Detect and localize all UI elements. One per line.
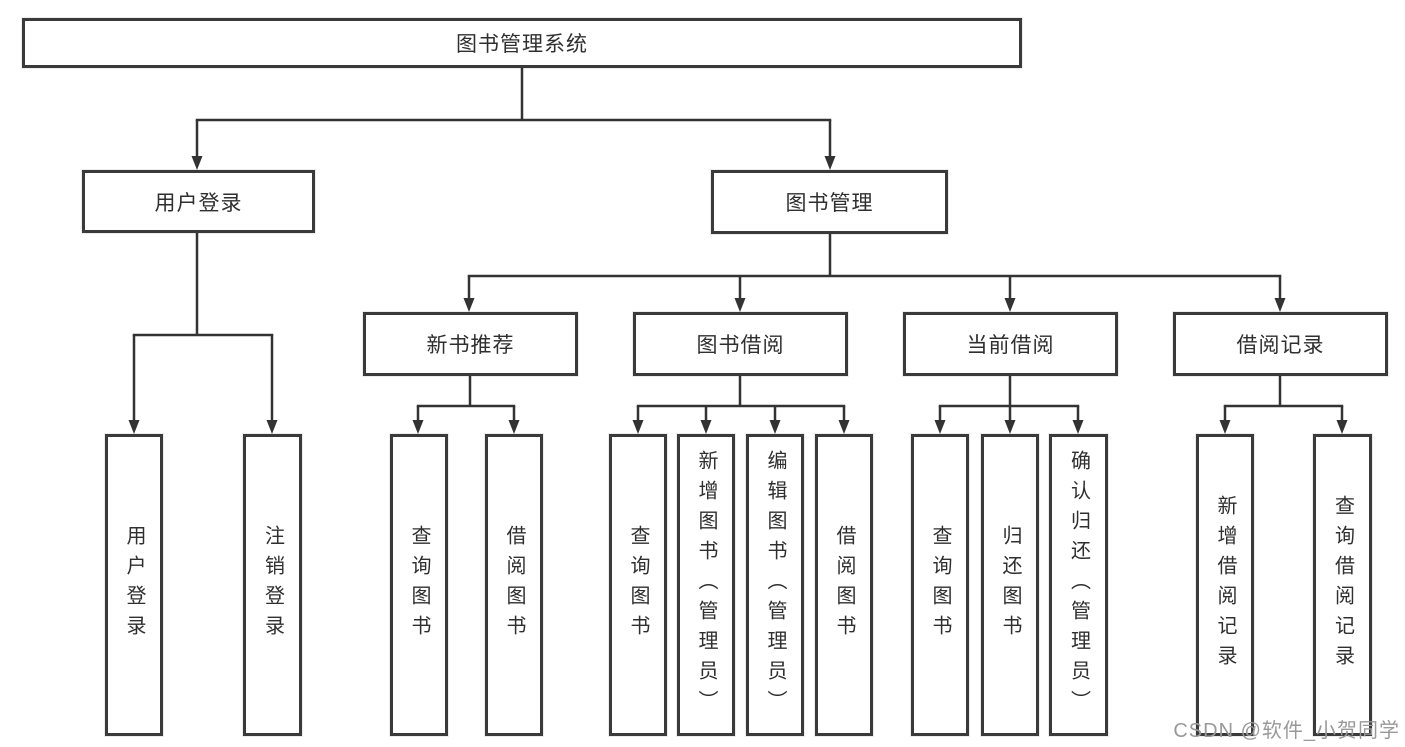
leaf-newbook-borrow-label: 借阅图书 [503, 525, 525, 645]
leaf-borrow-edit-admin: 编辑图书（管理员） [746, 434, 804, 736]
leaf-borrow-query-label: 查询图书 [627, 525, 649, 645]
node-current-borrow-label: 当前借阅 [966, 334, 1055, 357]
node-borrow-record-label: 借阅记录 [1236, 334, 1325, 357]
node-book-management: 图书管理 [711, 170, 948, 234]
node-new-book-recommend-label: 新书推荐 [426, 334, 515, 357]
leaf-current-query: 查询图书 [911, 434, 969, 736]
leaf-borrow-add-admin-label: 新增图书（管理员） [695, 450, 717, 720]
leaf-current-confirm-admin: 确认归还（管理员） [1049, 434, 1108, 736]
leaf-newbook-query: 查询图书 [390, 434, 448, 736]
leaf-newbook-query-label: 查询图书 [408, 525, 430, 645]
leaf-borrow-edit-admin-label: 编辑图书（管理员） [764, 450, 786, 720]
leaf-current-confirm-admin-label: 确认归还（管理员） [1067, 450, 1090, 720]
leaf-newbook-borrow: 借阅图书 [485, 434, 543, 736]
leaf-current-return: 归还图书 [981, 434, 1039, 736]
leaf-borrow-query: 查询图书 [609, 434, 667, 736]
leaf-record-add-label: 新增借阅记录 [1214, 495, 1236, 675]
leaf-user-login-label: 用户登录 [123, 525, 145, 645]
node-book-borrow-label: 图书借阅 [696, 334, 785, 357]
node-user-login-label: 用户登录 [154, 191, 243, 215]
leaf-logout: 注销登录 [243, 434, 302, 736]
csdn-watermark: CSDN @软件_小贺同学 [1173, 720, 1400, 742]
leaf-borrow-book: 借阅图书 [815, 434, 873, 736]
leaf-current-return-label: 归还图书 [999, 525, 1021, 645]
node-book-borrow: 图书借阅 [633, 312, 848, 376]
leaf-current-query-label: 查询图书 [929, 525, 951, 645]
node-new-book-recommend: 新书推荐 [363, 312, 578, 376]
leaf-logout-label: 注销登录 [261, 525, 284, 645]
node-current-borrow: 当前借阅 [903, 312, 1118, 376]
node-book-management-label: 图书管理 [785, 192, 874, 215]
leaf-record-query-label: 查询借阅记录 [1331, 495, 1354, 675]
node-root: 图书管理系统 [22, 18, 1022, 68]
leaf-borrow-book-label: 借阅图书 [833, 525, 855, 645]
node-root-label: 图书管理系统 [456, 33, 588, 56]
leaf-borrow-add-admin: 新增图书（管理员） [677, 434, 735, 736]
leaf-user-login: 用户登录 [105, 434, 163, 736]
node-borrow-record: 借阅记录 [1173, 312, 1388, 376]
leaf-record-add: 新增借阅记录 [1196, 434, 1254, 736]
node-user-login: 用户登录 [82, 170, 315, 233]
leaf-record-query: 查询借阅记录 [1313, 434, 1372, 736]
